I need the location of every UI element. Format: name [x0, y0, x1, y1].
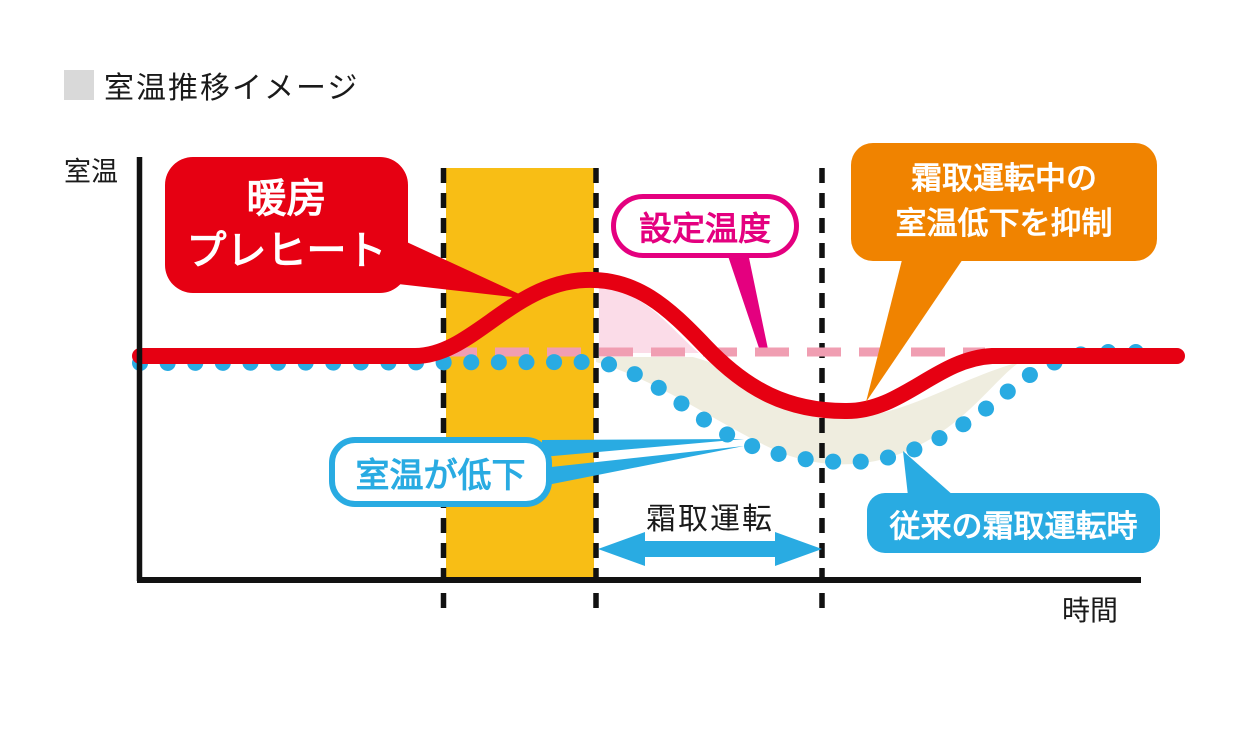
conventional-callout: 従来の霜取運転時 — [867, 493, 1160, 553]
defrost-interval-label: 霜取運転 — [646, 503, 774, 536]
page-title: 室温推移イメージ — [104, 72, 360, 105]
title-square-bullet — [64, 70, 94, 100]
preheat-callout-line2: プレヒート — [186, 229, 387, 273]
suppress-callout-line2: 室温低下を抑制 — [895, 206, 1113, 241]
temp-drop-callout: 室温が低下 — [329, 437, 552, 507]
conventional-callout-label: 従来の霜取運転時 — [889, 508, 1138, 544]
conventional-temp-dotted-curve — [132, 344, 1144, 471]
suppress-callout: 霜取運転中の 室温低下を抑制 — [851, 143, 1157, 261]
suppress-callout-pointer — [866, 256, 965, 402]
room-temp-red-curve — [132, 271, 1185, 420]
preheat-callout-line1: 暖房 — [246, 177, 327, 221]
preheat-callout: 暖房 プレヒート — [165, 157, 408, 293]
defrost-interval-arrow — [598, 532, 822, 566]
set-temp-callout: 設定温度 — [611, 194, 799, 258]
y-axis-label: 室温 — [64, 157, 118, 187]
preheat-callout-pointer — [398, 238, 530, 299]
conventional-callout-pointer — [903, 451, 954, 496]
temp-drop-callout-pointer-lower — [542, 446, 744, 486]
set-temp-callout-label: 設定温度 — [639, 210, 771, 247]
x-axis-label: 時間 — [1062, 595, 1119, 626]
suppress-callout-line1: 霜取運転中の — [911, 161, 1097, 197]
temp-drop-callout-label: 室温が低下 — [355, 456, 526, 495]
preheat-band — [446, 168, 594, 577]
pink-overshoot-area — [599, 287, 699, 353]
set-temp-callout-pointer — [727, 253, 769, 354]
temp-drop-callout-pointer-upper — [542, 439, 744, 457]
